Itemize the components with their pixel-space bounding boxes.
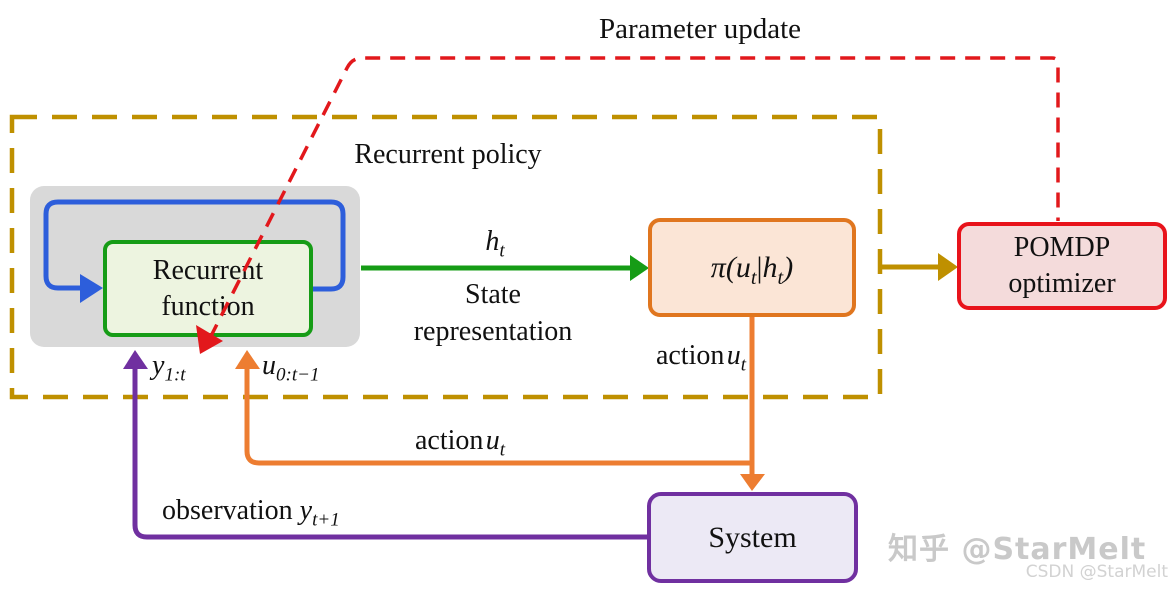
policy-box: π(ut|ht) xyxy=(648,218,856,317)
parameter-update-arrowhead xyxy=(196,325,223,354)
system-box-label: System xyxy=(708,520,797,554)
action-to-system-arrowhead xyxy=(740,474,765,491)
y-1t-label: y1:t xyxy=(152,350,186,386)
observation-feedback-arrow xyxy=(132,368,647,540)
policy-box-label: π(ut|ht) xyxy=(710,250,794,289)
recurrent-policy-label: Recurrent policy xyxy=(354,139,542,170)
zhihu-watermark: 知乎 @StarMelt xyxy=(888,532,1147,567)
observation-feedback-arrowhead xyxy=(123,350,148,369)
recurrent-function-label-line2: function xyxy=(161,290,255,322)
state-representation-arrowhead xyxy=(630,255,649,281)
parameter-update-label: Parameter update xyxy=(598,13,802,45)
observation-label: observation yt+1 xyxy=(162,495,340,531)
parameter-update-arrow xyxy=(208,56,1060,339)
state-representation-label: State representation xyxy=(413,279,573,347)
recurrent-function-box: Recurrent function xyxy=(103,240,313,337)
csdn-watermark: CSDN @StarMelt xyxy=(1025,562,1168,582)
action-lower-label: action ut xyxy=(414,425,506,461)
action-feedback-arrowhead xyxy=(235,350,260,369)
policy-to-optimizer-arrowhead xyxy=(938,253,958,281)
u-0t-label: u0:t−1 xyxy=(262,350,320,386)
pomdp-optimizer-label-line1: POMDP xyxy=(1013,232,1111,263)
h-t-label: ht xyxy=(485,226,505,262)
action-upper-label: action ut xyxy=(655,340,746,376)
recurrence-loop-arrow xyxy=(43,199,346,292)
pomdp-optimizer-box: POMDP optimizer xyxy=(957,222,1167,310)
system-box: System xyxy=(647,492,858,583)
recurrence-loop-arrowhead xyxy=(80,274,103,303)
recurrent-policy-boundary xyxy=(9,114,883,400)
pomdp-optimizer-label-line2: optimizer xyxy=(1008,268,1116,299)
action-feedback-arrow xyxy=(244,368,752,466)
